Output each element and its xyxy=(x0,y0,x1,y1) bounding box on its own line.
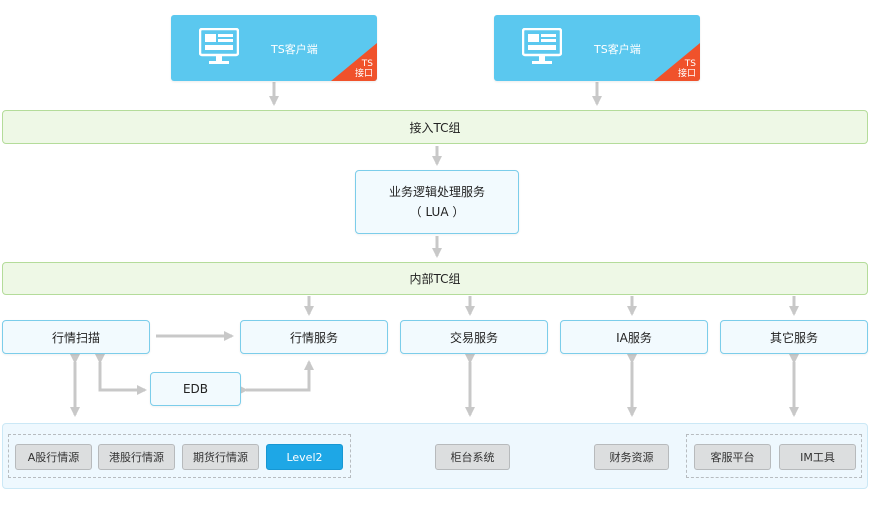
other-service: 其它服务 xyxy=(720,320,868,354)
monitor-icon xyxy=(522,28,562,64)
ia-service-label: IA服务 xyxy=(616,330,652,345)
trade-service-label: 交易服务 xyxy=(449,330,498,345)
support-sources-group xyxy=(686,434,862,478)
ts-interface-label: TS 接口 xyxy=(677,59,696,79)
source-im-label: IM工具 xyxy=(800,451,835,464)
source-counter-label: 柜台系统 xyxy=(450,451,495,464)
access-tc-group: 接入TC组 xyxy=(2,110,868,144)
ia-service: IA服务 xyxy=(560,320,708,354)
source-hk-share: 港股行情源 xyxy=(98,444,175,470)
logic-service-subtitle: （ LUA ） xyxy=(409,205,465,219)
source-level2: Level2 xyxy=(266,444,343,470)
source-futures-label: 期货行情源 xyxy=(193,451,248,464)
source-finance-label: 财务资源 xyxy=(609,451,654,464)
quote-service: 行情服务 xyxy=(240,320,388,354)
logic-service-title: 业务逻辑处理服务 xyxy=(388,185,485,199)
client-label: TS客户端 xyxy=(594,43,641,56)
quote-scan-label: 行情扫描 xyxy=(51,330,100,345)
ts-interface-corner xyxy=(654,43,700,81)
quote-sources-group xyxy=(8,434,351,478)
source-im-tool: IM工具 xyxy=(779,444,856,470)
source-a-share: A股行情源 xyxy=(15,444,92,470)
arrow-scan-to-edb xyxy=(95,354,147,395)
internal-tc-group-label: 内部TC组 xyxy=(409,272,461,286)
source-a-share-label: A股行情源 xyxy=(27,451,80,464)
source-customer-service: 客服平台 xyxy=(694,444,771,470)
other-service-label: 其它服务 xyxy=(769,330,818,345)
arrow-edb-to-quote xyxy=(238,360,314,395)
ts-interface-corner xyxy=(331,43,377,81)
monitor-icon xyxy=(199,28,239,64)
source-customer-service-label: 客服平台 xyxy=(710,451,755,464)
source-finance: 财务资源 xyxy=(594,444,669,470)
ts-client-left: TS客户端 TS 接口 xyxy=(171,15,377,81)
source-futures: 期货行情源 xyxy=(182,444,259,470)
internal-tc-group: 内部TC组 xyxy=(2,262,868,295)
quote-service-label: 行情服务 xyxy=(289,330,338,345)
edb-box: EDB xyxy=(150,372,241,406)
edb-label: EDB xyxy=(182,382,209,396)
access-tc-group-label: 接入TC组 xyxy=(409,120,461,135)
ts-interface-label: TS 接口 xyxy=(354,59,373,79)
business-logic-service: 业务逻辑处理服务 （ LUA ） xyxy=(355,170,519,234)
ts-client-right: TS客户端 TS 接口 xyxy=(494,15,700,81)
source-counter-system: 柜台系统 xyxy=(435,444,510,470)
source-level2-label: Level2 xyxy=(286,450,323,464)
client-label: TS客户端 xyxy=(271,43,318,56)
source-hk-share-label: 港股行情源 xyxy=(109,451,164,464)
quote-scan-service: 行情扫描 xyxy=(2,320,150,354)
trade-service: 交易服务 xyxy=(400,320,548,354)
